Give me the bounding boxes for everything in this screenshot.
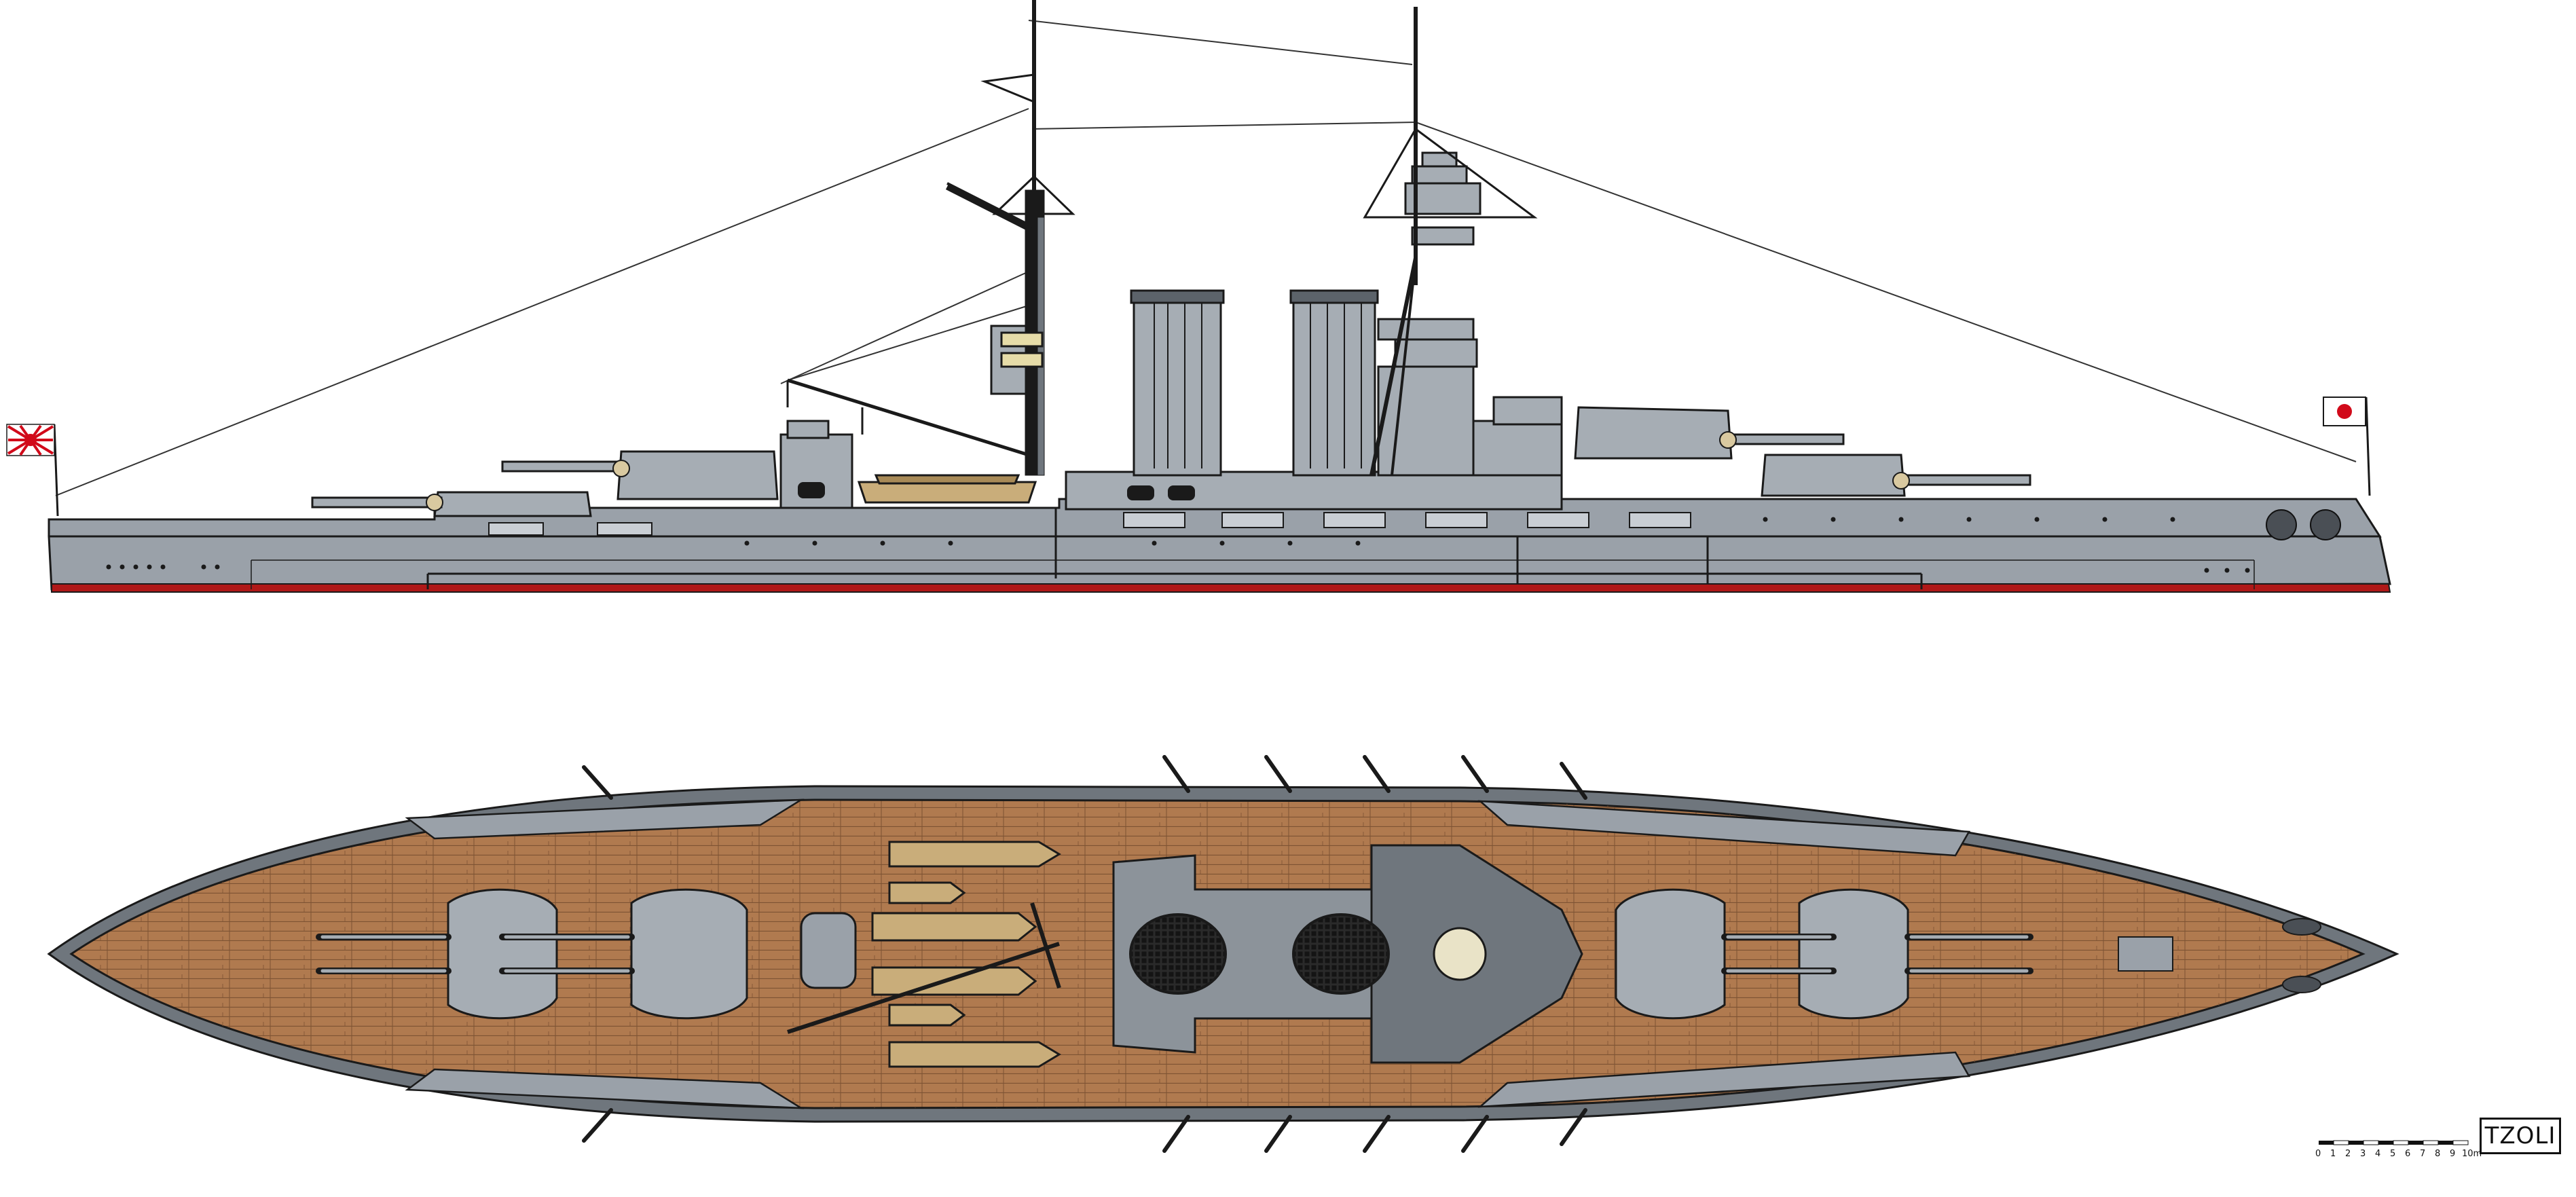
- plan-mast-cross: [787, 902, 1061, 1034]
- funnels: [1130, 289, 1379, 477]
- artist-signature: TZOLI: [2480, 1118, 2561, 1154]
- plan-boats: [871, 841, 1061, 1068]
- scale-tick-label: 1: [2330, 1149, 2336, 1159]
- boat-crane: [786, 378, 1029, 457]
- scale-tick-label: 8: [2435, 1149, 2441, 1159]
- scale-tick-label: 6: [2405, 1149, 2411, 1159]
- plan-funnel-tops: [1129, 913, 1390, 995]
- scale-tick-label: 0: [2315, 1149, 2321, 1159]
- portholes: [106, 517, 2250, 573]
- plan-view: [47, 755, 2399, 1153]
- profile-view: [6, 0, 2391, 593]
- stern-ensign-flag: [6, 424, 59, 517]
- scale-tick-label: 3: [2360, 1149, 2366, 1159]
- boats: [857, 474, 1037, 504]
- boat-booms: [582, 755, 1587, 1153]
- rigging: [55, 20, 2357, 496]
- scale-tick-label: 5: [2390, 1149, 2396, 1159]
- scale-tick-label: 9: [2450, 1149, 2456, 1159]
- scale-bar-labels: 0 1 2 3 4 5 6 7 8 9 10m: [2315, 1149, 2482, 1165]
- profile-turrets: [311, 406, 2031, 517]
- bow-jack-flag: [2323, 397, 2371, 496]
- profile-hull: [48, 498, 2391, 593]
- scale-tick-label: 10m: [2462, 1149, 2482, 1159]
- masts: [945, 0, 1538, 476]
- scale-tick-label: 2: [2345, 1149, 2351, 1159]
- scale-tick-label: 4: [2375, 1149, 2381, 1159]
- turret-tampions: [426, 431, 1910, 511]
- scale-bar: [2319, 1140, 2469, 1145]
- plan-bow-fittings: [2118, 918, 2321, 993]
- scale-tick-label: 7: [2420, 1149, 2426, 1159]
- plan-turrets: [447, 888, 1909, 1020]
